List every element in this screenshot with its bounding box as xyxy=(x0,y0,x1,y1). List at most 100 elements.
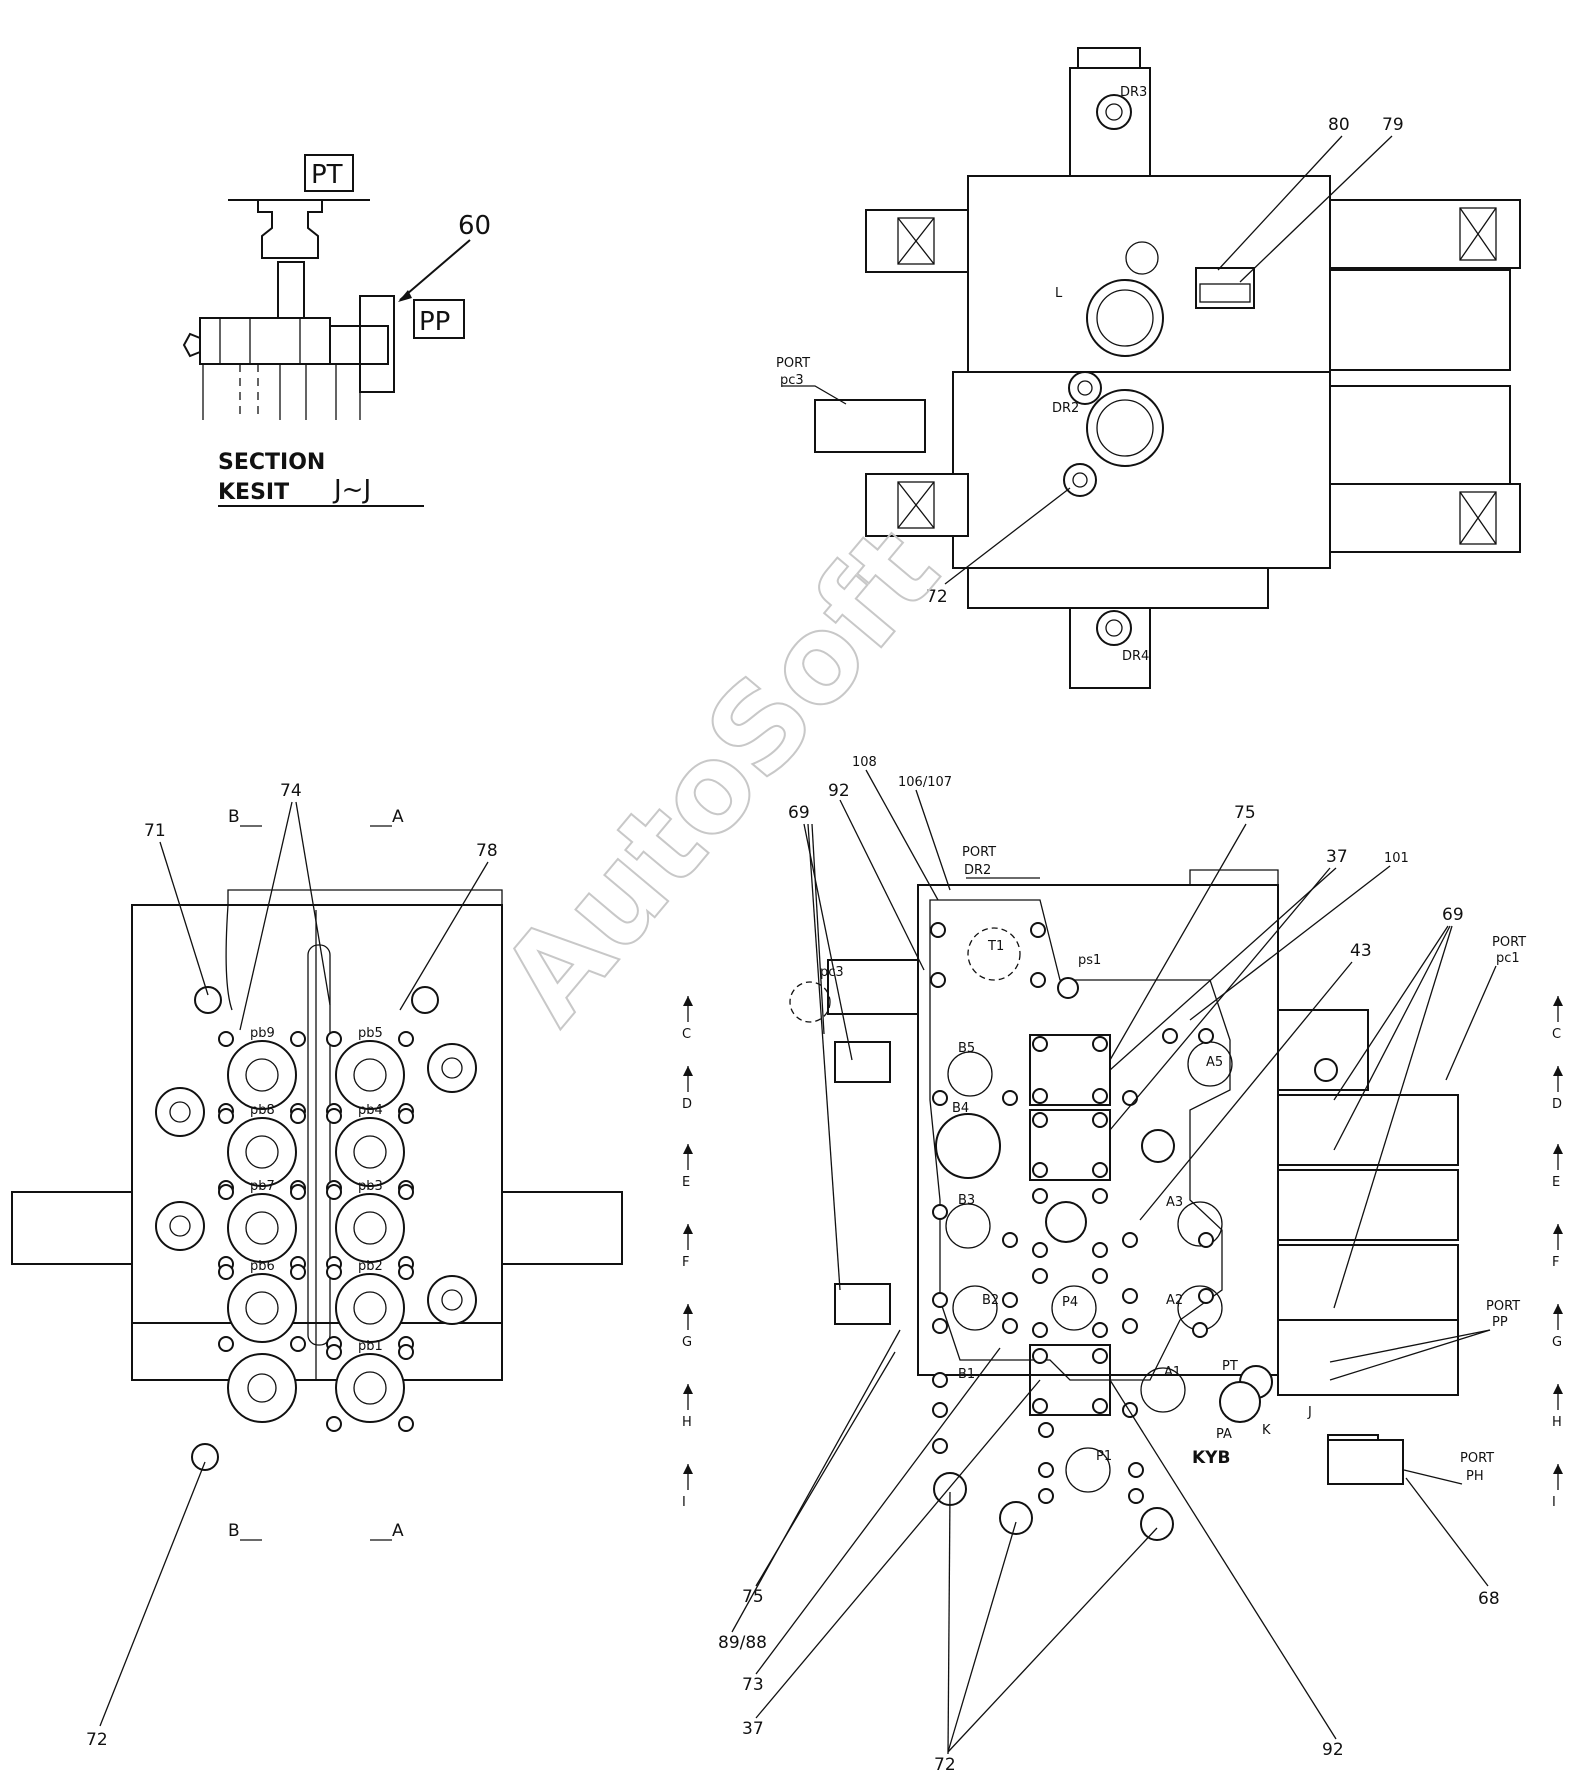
bolt xyxy=(1092,1242,1108,1258)
bolt xyxy=(1092,1398,1108,1414)
port-word-dr2: PORT xyxy=(962,845,996,860)
kyb-logo: KYB xyxy=(1192,1448,1230,1468)
bolt xyxy=(1128,1488,1144,1504)
bolt xyxy=(326,1416,342,1432)
right-view xyxy=(789,869,1459,1541)
bolt xyxy=(1198,1288,1214,1304)
callout-79: 79 xyxy=(1382,115,1404,135)
right-view-labels: T1 ps1 pc3 B5 A5 B4 B3 A3 B2 P4 A2 B1 A1… xyxy=(788,755,1526,1609)
bolt xyxy=(1092,1162,1108,1178)
bolt xyxy=(1122,1232,1138,1248)
pp-box-label: PP xyxy=(419,307,450,337)
callout-69-right: 69 xyxy=(1442,905,1464,925)
bolt xyxy=(1002,1090,1018,1106)
bolt xyxy=(1032,1036,1048,1052)
dr3-label: DR3 xyxy=(1120,85,1147,100)
flange-bore xyxy=(441,1057,463,1079)
bottom-callout: 72 xyxy=(934,1755,956,1775)
port-word-ph: PORT xyxy=(1460,1451,1494,1466)
bolt xyxy=(398,1031,414,1047)
bolt xyxy=(932,1318,948,1334)
callout-101: 101 xyxy=(1384,851,1409,866)
port-bore xyxy=(353,1371,387,1405)
port-bore xyxy=(353,1211,387,1245)
bolt xyxy=(1030,972,1046,988)
section-mark-arrow xyxy=(683,1464,693,1474)
section-mark-arrow xyxy=(1553,996,1563,1006)
flange-bore xyxy=(441,1289,463,1311)
section-mark-letter: D xyxy=(682,1097,692,1112)
bolt xyxy=(932,1402,948,1418)
flange-boss xyxy=(427,1043,477,1093)
port-label: pb3 xyxy=(358,1179,383,1194)
bolt xyxy=(1092,1322,1108,1338)
bolt xyxy=(932,1090,948,1106)
bolt xyxy=(326,1184,342,1200)
bolt xyxy=(932,1204,948,1220)
bolt xyxy=(1092,1268,1108,1284)
port-b5: B5 xyxy=(958,1041,975,1056)
port-a5: A5 xyxy=(1206,1055,1223,1070)
bolt xyxy=(1122,1090,1138,1106)
port-label: pb8 xyxy=(250,1103,275,1118)
bottom-callout: 75 xyxy=(742,1587,764,1607)
port-b1: B1 xyxy=(958,1367,975,1382)
port-label: pb2 xyxy=(358,1259,383,1274)
callout-75-top: 75 xyxy=(1234,803,1256,823)
port-bore xyxy=(353,1291,387,1325)
bolt xyxy=(932,1292,948,1308)
bolt xyxy=(1032,1398,1048,1414)
section-mark-arrow xyxy=(1553,1464,1563,1474)
callout-leader xyxy=(947,1521,1017,1753)
section-mark-letter: E xyxy=(1552,1175,1560,1190)
flange-boss xyxy=(155,1201,205,1251)
port-p4: P4 xyxy=(1062,1295,1078,1310)
bolt xyxy=(218,1264,234,1280)
bolt xyxy=(1122,1288,1138,1304)
port-label: pb6 xyxy=(250,1259,275,1274)
port-boss xyxy=(227,1273,297,1343)
bolt xyxy=(930,972,946,988)
bolt xyxy=(290,1108,306,1124)
bolt xyxy=(326,1108,342,1124)
bolt xyxy=(1032,1088,1048,1104)
port-boss xyxy=(335,1193,405,1263)
callout-69-left: 69 xyxy=(788,803,810,823)
section-j-view: PT PP 60 SECTION KESIT J~J xyxy=(182,154,491,507)
bolt xyxy=(398,1344,414,1360)
bolt xyxy=(1038,1488,1054,1504)
bolt xyxy=(1038,1422,1054,1438)
port-a1: A1 xyxy=(1164,1365,1181,1380)
bottom-callout: 73 xyxy=(742,1675,764,1695)
bottom-callout: 92 xyxy=(1322,1740,1344,1760)
dr2-label: DR2 xyxy=(1052,401,1079,416)
bolt xyxy=(1092,1188,1108,1204)
bolt xyxy=(290,1336,306,1352)
section-mark-letter: C xyxy=(682,1027,691,1042)
bolt xyxy=(398,1264,414,1280)
section-title-line1: SECTION xyxy=(218,450,325,475)
section-mark-letter: G xyxy=(1552,1335,1562,1350)
port-boss xyxy=(335,1273,405,1343)
section-mark-arrow xyxy=(683,1066,693,1076)
bolt xyxy=(398,1108,414,1124)
port-boss xyxy=(227,1117,297,1187)
bolt xyxy=(1032,1348,1048,1364)
section-mark-letter: H xyxy=(1552,1415,1562,1430)
port-j: J xyxy=(1307,1405,1312,1420)
port-bore xyxy=(353,1058,387,1092)
port-pp-label: PP xyxy=(1492,1315,1508,1330)
port-pc3-right: pc3 xyxy=(820,965,844,980)
flange-bore xyxy=(169,1101,191,1123)
port-boss xyxy=(227,1353,297,1423)
section-mark-arrow xyxy=(683,996,693,1006)
arrow-A-bottom: A xyxy=(392,1521,404,1541)
section-mark-letter: C xyxy=(1552,1027,1561,1042)
callout-78: 78 xyxy=(476,841,498,861)
bolt xyxy=(1032,1268,1048,1284)
callout-leader xyxy=(755,1347,1001,1675)
section-mark-arrow xyxy=(1553,1066,1563,1076)
port-label: pb5 xyxy=(358,1026,383,1041)
